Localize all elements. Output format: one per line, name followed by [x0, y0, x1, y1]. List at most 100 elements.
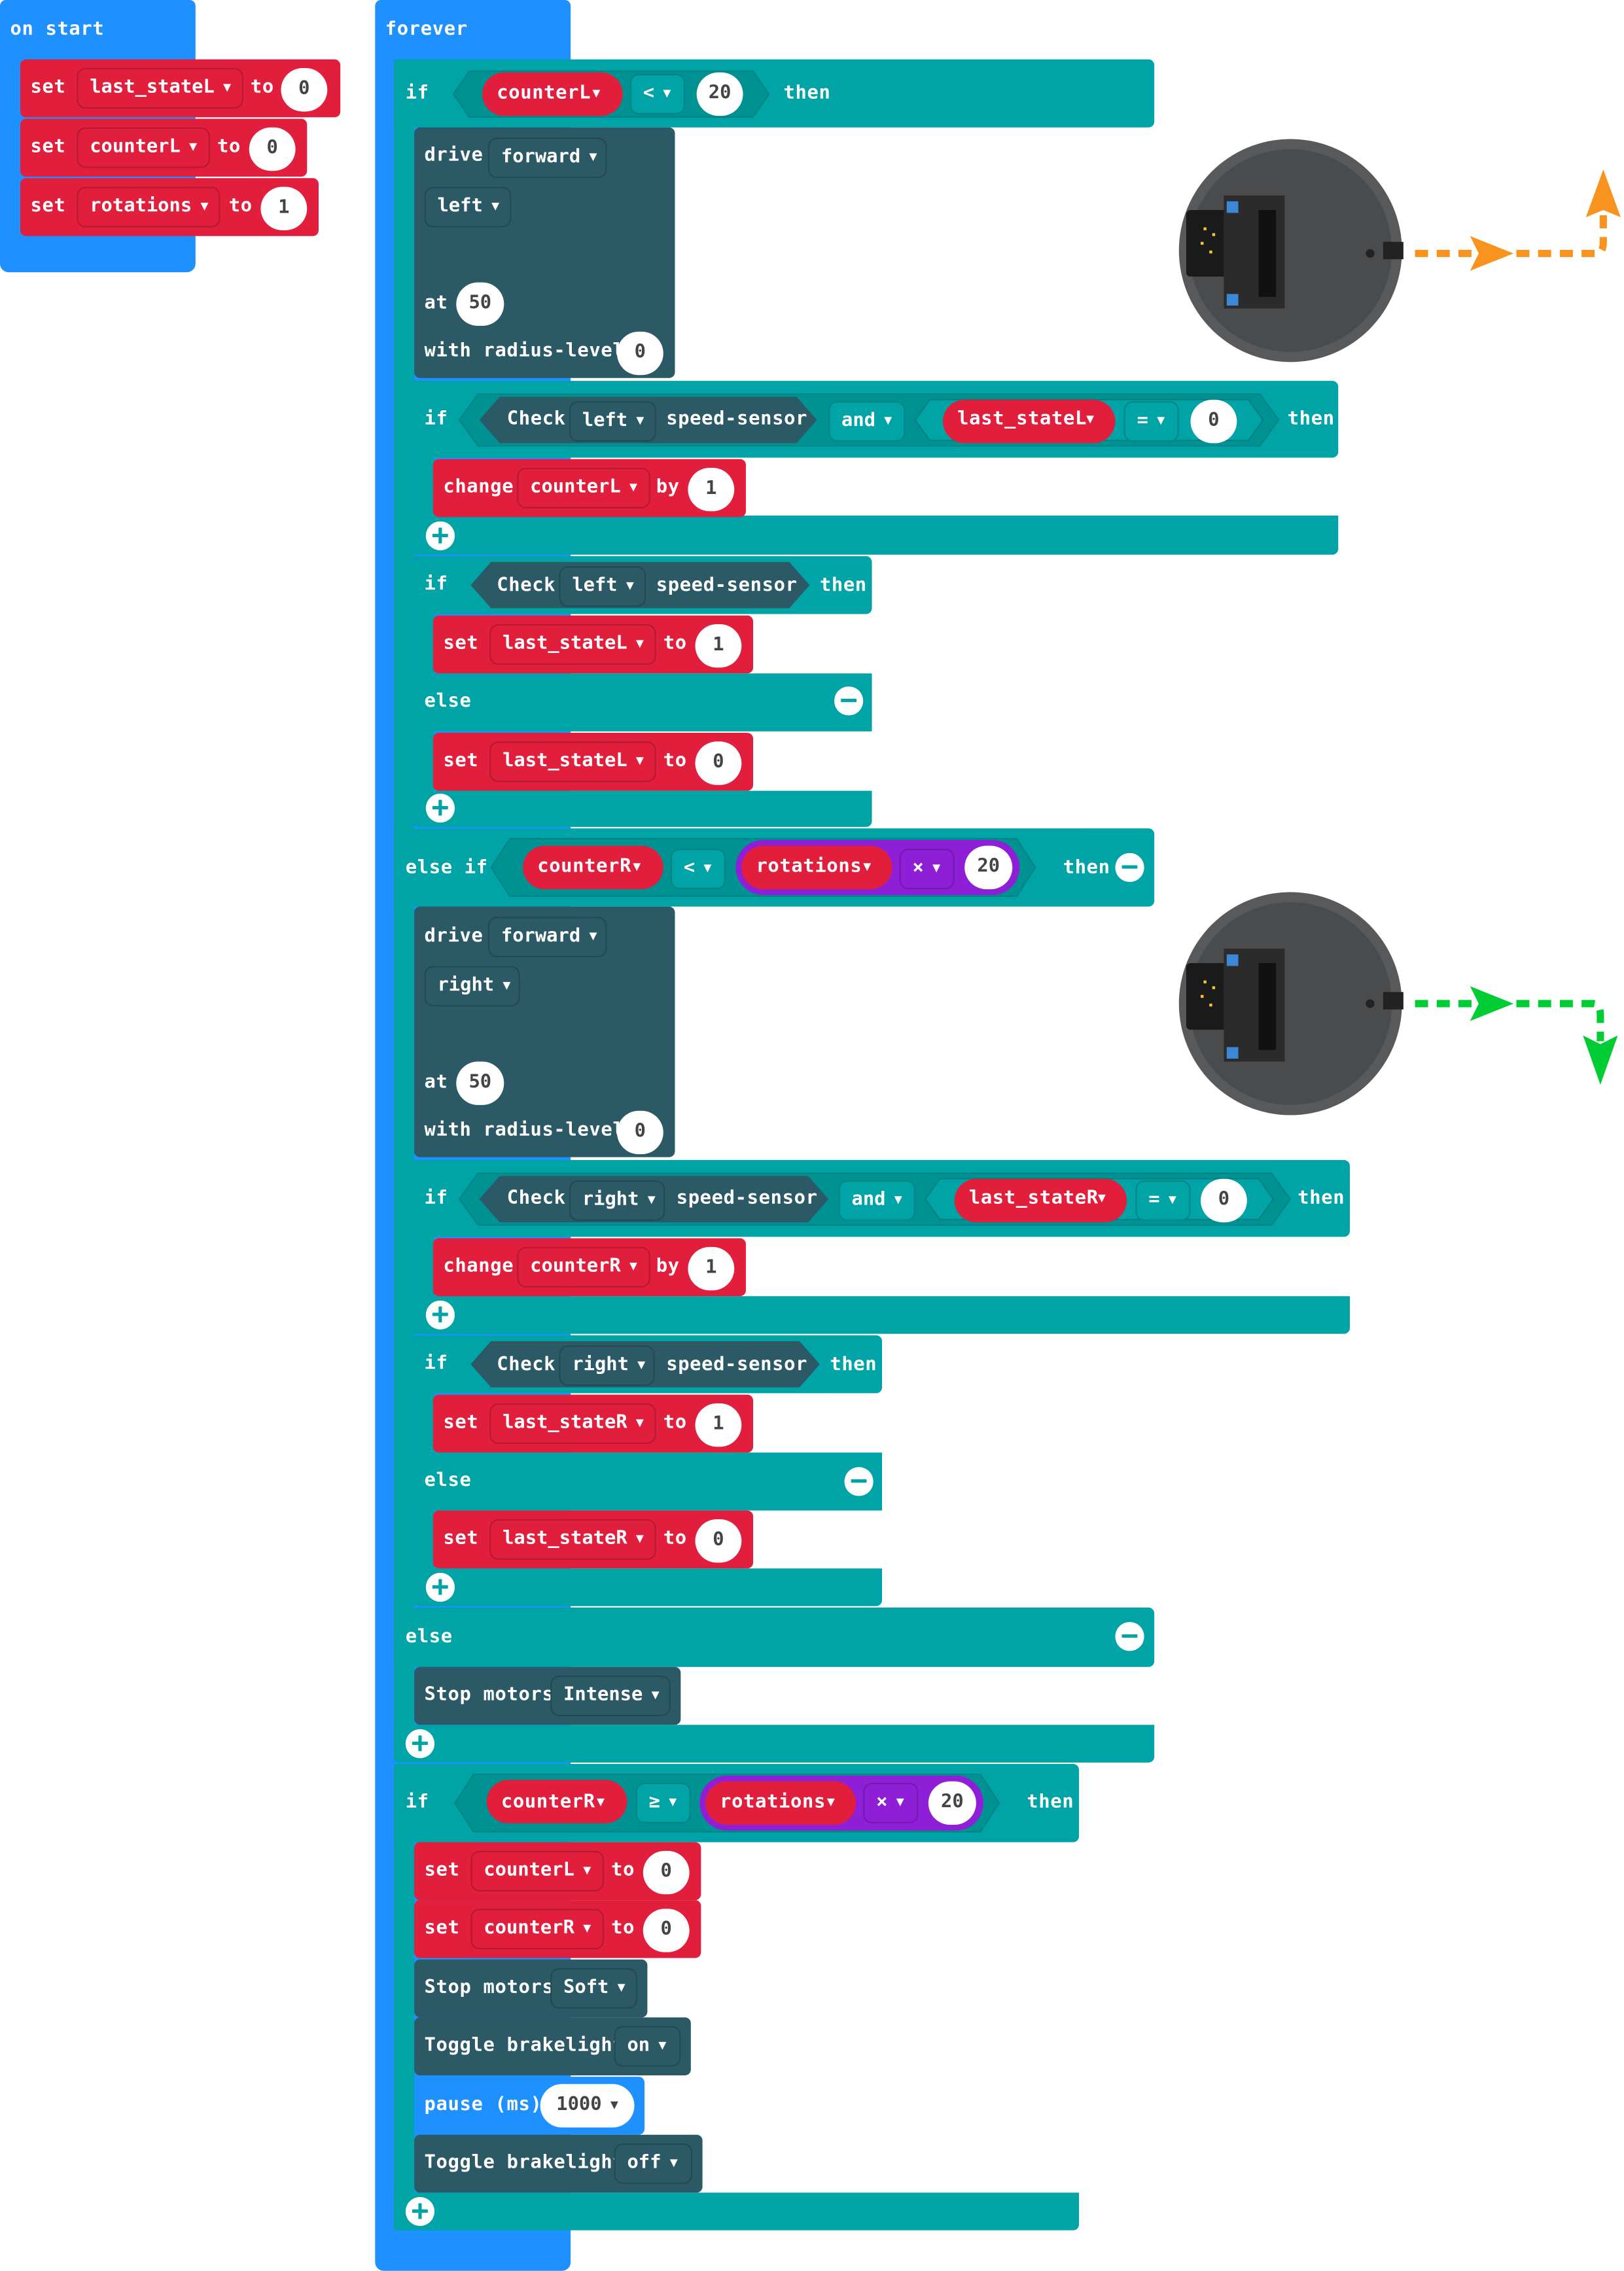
value-input[interactable]: 0: [695, 741, 742, 785]
value-input[interactable]: 0: [249, 127, 296, 171]
value-input[interactable]: 0: [1200, 1178, 1247, 1223]
counterL-reporter[interactable]: [482, 72, 623, 116]
side: right: [572, 1354, 629, 1376]
side-dropdown[interactable]: left▼: [559, 566, 646, 607]
math-operator-dropdown[interactable]: ×▼: [899, 849, 955, 890]
add-branch-icon[interactable]: +: [425, 1299, 455, 1329]
check-keyword: Check: [506, 408, 566, 431]
stop-mode-dropdown[interactable]: Intense▼: [550, 1676, 671, 1716]
var-name: last_stateR: [968, 1188, 1099, 1210]
sensor-keyword: speed-sensor: [666, 408, 808, 431]
to-keyword: to: [611, 1859, 635, 1882]
add-branch-icon[interactable]: +: [425, 1572, 455, 1602]
brakelight-state-dropdown[interactable]: off▼: [614, 2143, 693, 2184]
duration: 1000: [556, 2094, 602, 2116]
operator: =: [1148, 1189, 1160, 1211]
var-dropdown-counterL[interactable]: counterL▼: [77, 127, 210, 168]
rotations-reporter[interactable]: [741, 845, 892, 890]
speed-input[interactable]: 50: [456, 282, 504, 326]
check-keyword: Check: [497, 1354, 556, 1376]
operator: ×: [912, 857, 924, 879]
last-stateL-reporter[interactable]: [942, 399, 1116, 444]
value-input[interactable]: 1: [695, 1403, 742, 1447]
chevron-down-icon: ▼: [1097, 1191, 1106, 1206]
value-input[interactable]: 1: [688, 1246, 735, 1291]
value-input[interactable]: 20: [964, 845, 1013, 890]
last-stateR-reporter[interactable]: [954, 1178, 1127, 1223]
pause-duration-dropdown[interactable]: 1000▼: [540, 2084, 635, 2128]
value-input[interactable]: 1: [688, 467, 735, 512]
speed-input[interactable]: 50: [456, 1061, 504, 1105]
remove-branch-icon[interactable]: −: [1115, 1621, 1144, 1651]
value-input[interactable]: 20: [696, 72, 743, 116]
operator-dropdown[interactable]: =▼: [1135, 1180, 1191, 1221]
var-dropdown-rotations[interactable]: rotations▼: [77, 186, 221, 228]
side-dropdown[interactable]: right▼: [569, 1180, 665, 1221]
value-input[interactable]: 0: [643, 1850, 690, 1895]
side-dropdown[interactable]: right▼: [424, 966, 520, 1007]
var-dropdown-last-stateL[interactable]: last_stateL▼: [77, 68, 243, 109]
rotations-reporter[interactable]: [705, 1781, 856, 1825]
counterR-reporter[interactable]: [523, 845, 663, 890]
else-row[interactable]: [394, 1607, 1155, 1667]
side-dropdown[interactable]: left▼: [569, 401, 656, 442]
radius-input[interactable]: 0: [616, 331, 663, 376]
counterR-reporter[interactable]: [486, 1780, 627, 1823]
direction: forward: [501, 925, 581, 947]
operator-dropdown[interactable]: ≥▼: [635, 1782, 691, 1823]
side: right: [582, 1189, 639, 1211]
add-branch-icon[interactable]: +: [405, 1728, 435, 1759]
value-input[interactable]: 0: [695, 1519, 742, 1563]
radius-input[interactable]: 0: [616, 1110, 663, 1155]
remove-branch-icon[interactable]: −: [834, 685, 864, 716]
to-keyword: to: [663, 1528, 687, 1550]
var-dropdown-last-stateR[interactable]: last_stateR▼: [489, 1519, 656, 1560]
if-keyword: if: [424, 1188, 448, 1210]
value-input[interactable]: 1: [695, 624, 742, 668]
operator: ×: [876, 1791, 888, 1814]
remove-branch-icon[interactable]: −: [1115, 852, 1144, 883]
and-dropdown[interactable]: and▼: [828, 401, 906, 442]
if-block-1[interactable]: [394, 59, 415, 1761]
by-keyword: by: [656, 1256, 680, 1278]
to-keyword: to: [663, 750, 687, 772]
direction-dropdown[interactable]: forward▼: [487, 917, 607, 958]
add-branch-icon[interactable]: +: [405, 2196, 435, 2227]
value-input[interactable]: 20: [928, 1781, 976, 1825]
brakelight-state-dropdown[interactable]: on ▼: [614, 2026, 681, 2067]
else-row[interactable]: [414, 1452, 883, 1511]
math-operator-dropdown[interactable]: ×▼: [863, 1782, 919, 1823]
side-dropdown[interactable]: left▼: [424, 186, 512, 228]
value-input[interactable]: 0: [643, 1909, 690, 1952]
else-row[interactable]: [414, 673, 872, 731]
robot-left-turn-icon: [1178, 139, 1621, 362]
stop-mode-dropdown[interactable]: Soft▼: [550, 1968, 637, 2009]
chevron-down-icon: ▼: [658, 2039, 667, 2054]
add-branch-icon[interactable]: +: [425, 792, 455, 823]
check-keyword: Check: [506, 1188, 566, 1210]
operator-dropdown[interactable]: =▼: [1123, 401, 1179, 442]
state: on: [627, 2034, 650, 2057]
add-branch-icon[interactable]: +: [425, 520, 455, 551]
chevron-down-icon: ▼: [491, 200, 500, 215]
value-input[interactable]: 0: [1190, 399, 1237, 444]
value-input[interactable]: 0: [281, 68, 328, 112]
direction-dropdown[interactable]: forward ▼: [487, 137, 607, 179]
var-dropdown-counterL[interactable]: counterL▼: [517, 467, 650, 508]
chevron-down-icon: ▼: [896, 1795, 904, 1810]
var-dropdown-counterR[interactable]: counterR▼: [470, 1909, 605, 1950]
operator-dropdown[interactable]: <▼: [670, 849, 726, 890]
var-dropdown-last-stateR[interactable]: last_stateR▼: [489, 1403, 656, 1444]
chevron-down-icon: ▼: [589, 150, 597, 166]
operator-dropdown[interactable]: <▼: [629, 73, 685, 114]
side-dropdown[interactable]: right▼: [559, 1345, 655, 1386]
var-dropdown-last-stateL[interactable]: last_stateL▼: [489, 741, 656, 783]
and-dropdown[interactable]: and▼: [838, 1180, 915, 1221]
chevron-down-icon: ▼: [932, 862, 941, 877]
var-dropdown-last-stateL[interactable]: last_stateL▼: [489, 624, 656, 665]
var-dropdown-counterL[interactable]: counterL▼: [470, 1850, 605, 1892]
var-dropdown-counterR[interactable]: counterR▼: [517, 1246, 650, 1288]
value-input[interactable]: 1: [260, 186, 308, 230]
direction: forward: [501, 146, 581, 168]
remove-branch-icon[interactable]: −: [844, 1466, 874, 1496]
